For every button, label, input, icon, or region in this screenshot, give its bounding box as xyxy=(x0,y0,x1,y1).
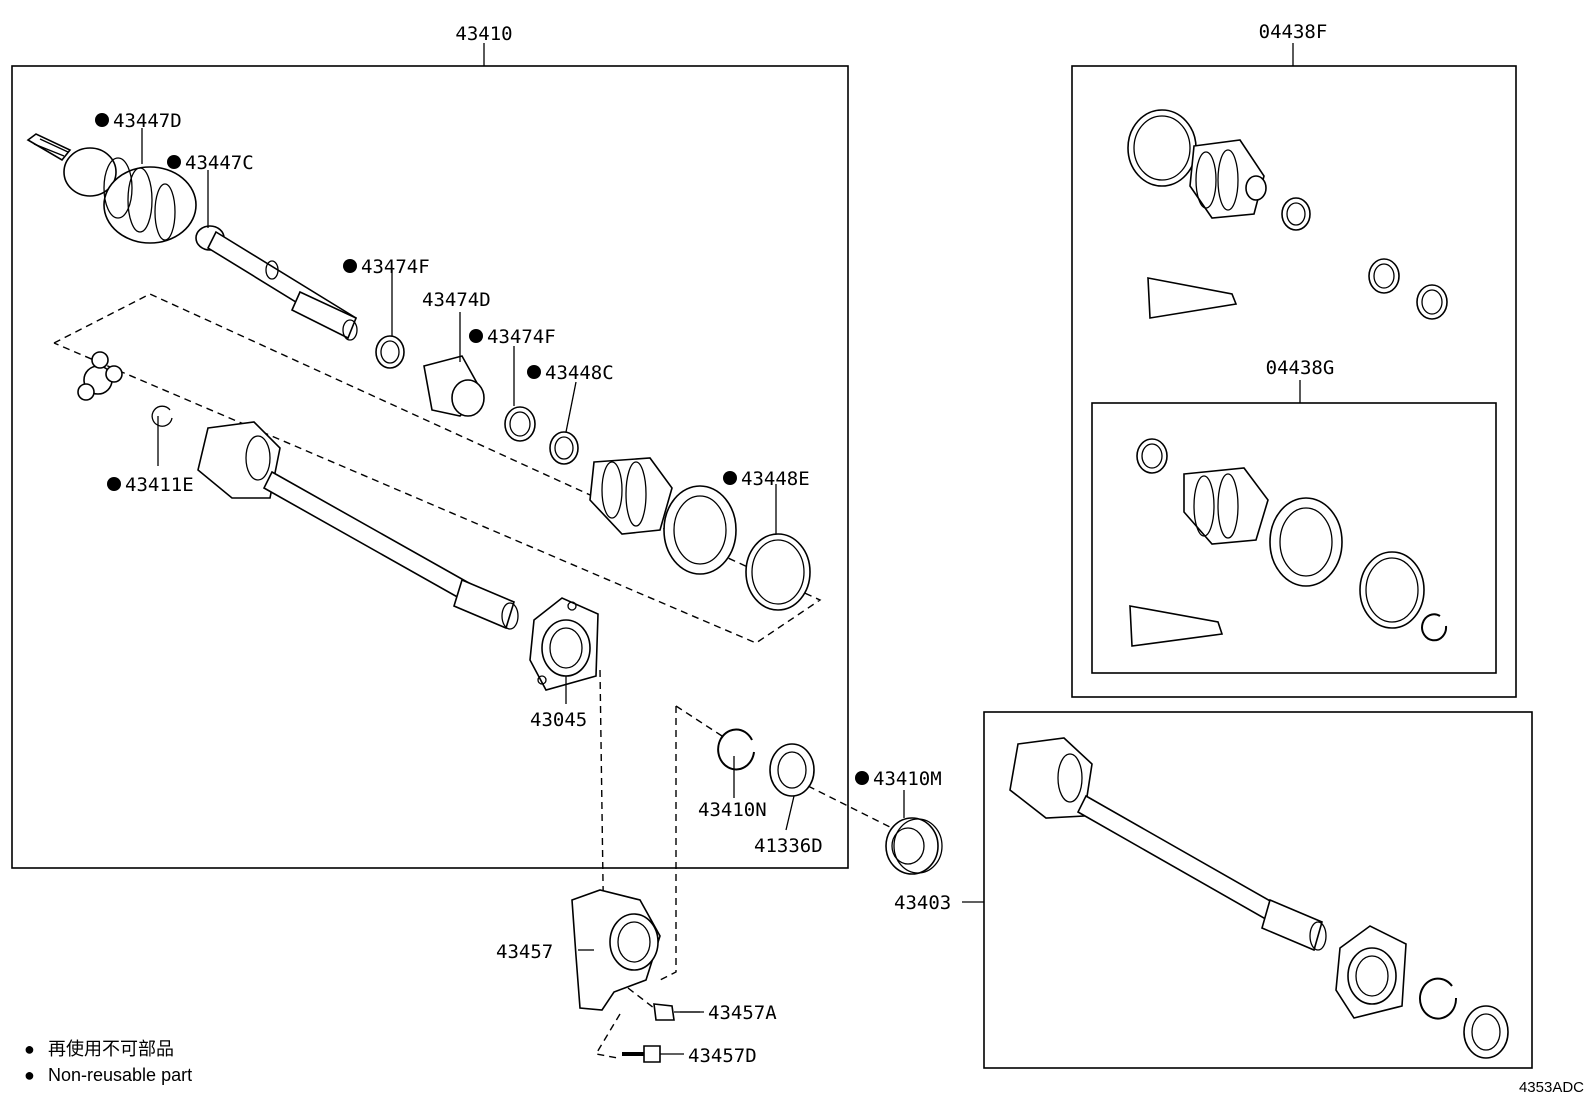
boot-kit-outer-parts xyxy=(1127,109,1448,320)
legend: ● 再使用不可部品 ● Non-reusable part xyxy=(24,1039,192,1085)
clamp-43474F-b xyxy=(504,406,536,442)
label-43474F-a: 43474F xyxy=(361,256,430,278)
label-43447D: 43447D xyxy=(113,110,182,132)
boot-kit-outer-label: 04438F xyxy=(1259,21,1328,43)
tripod-spider xyxy=(77,351,123,401)
legend-english: Non-reusable part xyxy=(48,1065,192,1085)
legend-japanese: 再使用不可部品 xyxy=(48,1039,174,1059)
connection-snap-ring xyxy=(675,705,723,737)
legend-symbol: ● xyxy=(24,1065,35,1085)
label-43474D: 43474D xyxy=(422,289,491,311)
label-43447C: 43447C xyxy=(185,152,254,174)
label-43457: 43457 xyxy=(496,941,553,963)
main-assembly-label: 43410 xyxy=(455,23,512,45)
inner-boot xyxy=(589,457,673,535)
label-43474F-b: 43474F xyxy=(487,326,556,348)
exploded-view-outline xyxy=(53,293,822,644)
non-reusable-marker xyxy=(723,471,737,485)
clamp-43448C xyxy=(549,431,579,465)
non-reusable-marker xyxy=(107,477,121,491)
washer-41336D xyxy=(769,743,815,797)
damper-43474D xyxy=(423,355,485,417)
bolt-43457D xyxy=(622,1045,661,1063)
connection-bolt-a xyxy=(627,987,655,1009)
non-reusable-marker xyxy=(167,155,181,169)
boot-kit-outer-frame: 04438F xyxy=(1071,21,1517,698)
connection-43457 xyxy=(659,706,677,981)
non-reusable-marker xyxy=(469,329,483,343)
non-reusable-marker xyxy=(855,771,869,785)
label-43457D: 43457D xyxy=(688,1045,757,1067)
label-43045: 43045 xyxy=(530,709,587,731)
outer-axle-shaft xyxy=(26,133,358,341)
connection-bolt-d xyxy=(594,1013,621,1059)
label-43448C: 43448C xyxy=(545,362,614,384)
inner-joint-shaft xyxy=(197,421,519,630)
label-43410N: 43410N xyxy=(698,799,767,821)
boot-kit-inner-frame: 04438G xyxy=(1091,357,1497,674)
replacement-shaft-frame xyxy=(983,711,1533,1069)
leader-lines xyxy=(141,128,984,1055)
snap-ring-43410N xyxy=(717,728,755,771)
label-43457A: 43457A xyxy=(708,1002,777,1024)
label-43403: 43403 xyxy=(894,892,951,914)
clamp-43474F-a xyxy=(375,335,405,369)
boot-kit-inner-parts xyxy=(1129,438,1448,647)
part-labels: 43447D 43447C 43474F 43474D 43474F 43448… xyxy=(95,110,951,1067)
bearing-bracket-43045 xyxy=(529,597,599,691)
oil-seal-43410M xyxy=(885,817,943,875)
snap-ring-43411E xyxy=(151,405,173,427)
non-reusable-marker xyxy=(527,365,541,379)
replacement-shaft-parts xyxy=(1009,737,1509,1059)
non-reusable-marker xyxy=(95,113,109,127)
connection-seal xyxy=(807,785,893,829)
label-43411E: 43411E xyxy=(125,474,194,496)
boot-kit-inner-label: 04438G xyxy=(1266,357,1335,379)
non-reusable-marker xyxy=(343,259,357,273)
main-assembly-frame: 43410 xyxy=(11,23,849,869)
label-43448E: 43448E xyxy=(741,468,810,490)
clamp-43448E xyxy=(745,533,811,611)
legend-symbol: ● xyxy=(24,1039,35,1059)
bearing-bracket-43457 xyxy=(571,889,661,1011)
boot-ring xyxy=(663,485,737,575)
label-41336D: 41336D xyxy=(754,835,823,857)
label-43410M: 43410M xyxy=(873,768,942,790)
diagram-code: 4353ADC xyxy=(1519,1079,1584,1096)
